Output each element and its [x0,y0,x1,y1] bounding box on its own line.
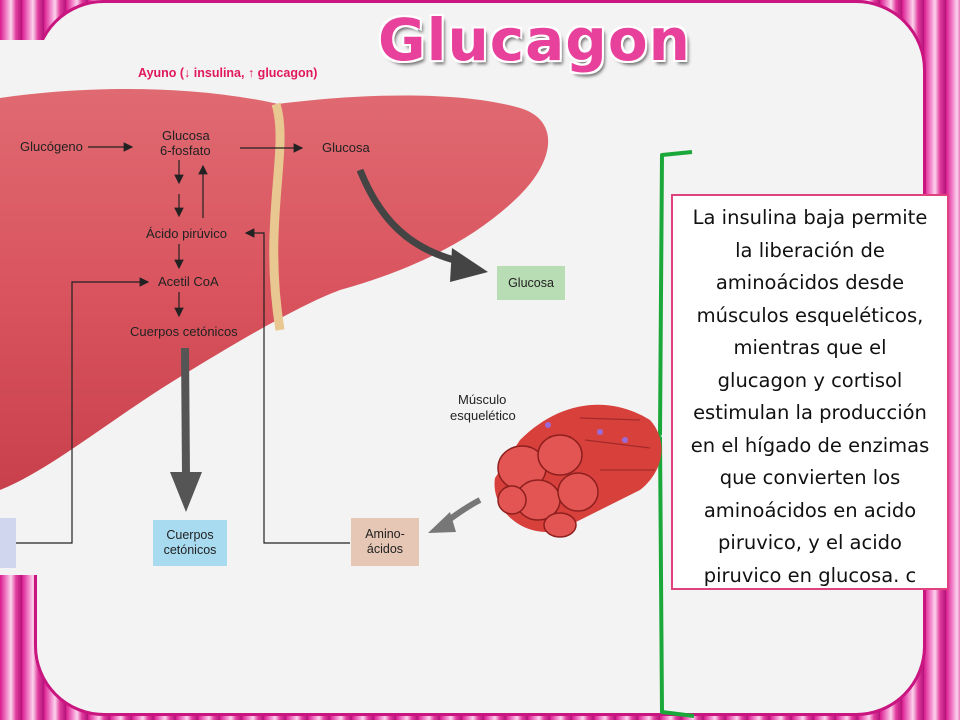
thick-arrow-ketones [181,347,190,477]
arrow-left-to-acetil [16,277,150,544]
label-glucosa-6-fosfato-2: 6-fosfato [160,143,211,158]
diagram-header: Ayuno (↓ insulina, ↑ glucagon) [138,66,318,80]
box-cuerpos-cetonicos: Cuerpos cetónicos [153,520,227,566]
box-aminoacidos-label-1: Amino- [365,527,405,541]
note-line: piruvico, y el acido [718,531,902,554]
label-musculo-1: Músculo [458,392,507,407]
thick-arrow-ketones-head [170,472,202,512]
note-line: piruvico en glucosa. c [703,563,917,587]
box-aminoacidos-label-2: ácidos [366,542,404,556]
label-glucosa-liver: Glucosa [322,140,370,155]
muscle-bundle [494,404,662,538]
note-line: la liberación de [735,238,885,262]
box-aminoacidos: Amino- ácidos [351,518,419,566]
box-cuerpos-label-1: Cuerpos [166,528,214,542]
note-line: La insulina baja permite [692,206,928,229]
slide-title: Glucagon [378,6,691,74]
note-line: mientras que el [733,336,887,359]
note-line: aminoácidos desde [715,271,905,294]
note-line: músculos esqueléticos, [696,303,924,327]
box-glucosa-label: Glucosa [508,275,554,290]
label-acido-piruvico: Ácido pirúvico [146,226,227,241]
note-line: que convierten los [719,466,901,489]
note-line: en el hígado de enzimas [690,433,930,457]
label-musculo-2: esquelético [450,408,516,423]
label-glucosa-6-fosfato-1: Glucosa [162,128,210,143]
box-cuerpos-label-2: cetónicos [163,543,217,557]
thick-arrow-glucose [356,168,463,266]
ketone-source-box [0,518,16,568]
box-glucosa: Glucosa [497,266,565,300]
liver-ligament [269,102,285,331]
note-line: aminoácidos en acido [703,498,917,522]
label-glucogeno: Glucógeno [20,139,83,154]
arrow-aminoacidos-piruvico [244,228,350,544]
label-cuerpos-cetonicos: Cuerpos cetónicos [130,324,238,339]
thick-arrow-glucose-head [450,248,488,282]
note-line: glucagon y cortisol [717,368,903,392]
label-acetil-coa: Acetil CoA [158,274,219,289]
note-line: estimulan la producción [693,401,927,424]
explanation-text-box: La insulina baja permite la liberación d… [671,194,949,590]
thick-arrow-muscle-head [428,512,456,533]
